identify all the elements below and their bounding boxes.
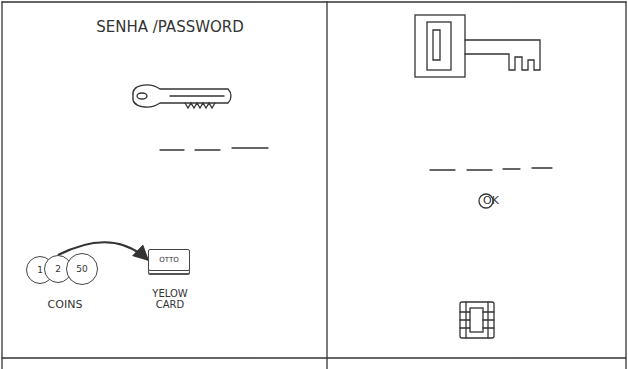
password-dash: [195, 149, 220, 150]
node-text: OTTO: [159, 256, 178, 264]
node-text: 2: [55, 264, 61, 274]
node-text: 1: [37, 265, 43, 275]
coins-label: COINS: [30, 298, 100, 311]
password-dash: [503, 168, 520, 169]
frame-line: [625, 2, 626, 369]
key-drawing: [415, 15, 540, 77]
node-text: 50: [76, 264, 87, 274]
password-dash: [160, 149, 184, 150]
panel-heading: SENHA /PASSWORD: [95, 18, 245, 36]
chip-symbol: [460, 302, 494, 338]
password-dash: [232, 147, 268, 148]
frame-line: [2, 1, 626, 2]
ok-label: OK: [476, 194, 506, 207]
yellow-card: OTTO: [148, 249, 190, 271]
password-dash: [430, 169, 455, 170]
coin-circle: 50: [66, 253, 98, 285]
password-dash: [532, 167, 552, 168]
frame-line: [1, 2, 2, 369]
frame-line: [2, 357, 626, 358]
key-drawing: [133, 85, 231, 108]
card-label: YELOW CARD: [140, 288, 200, 310]
password-dash: [467, 169, 492, 170]
frame-line: [326, 2, 327, 369]
